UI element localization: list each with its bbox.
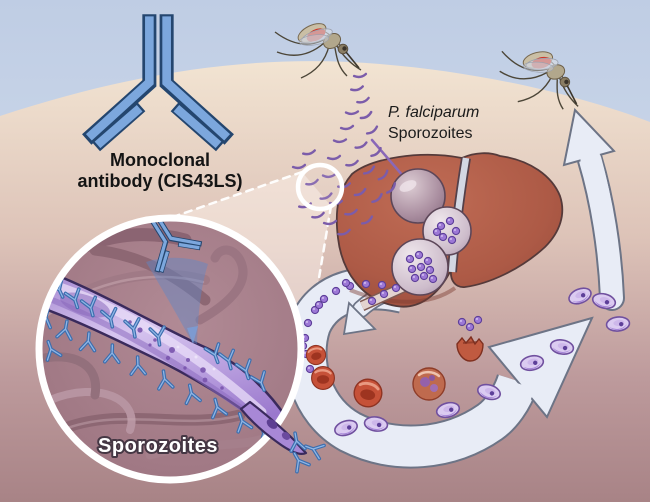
inset-caption: Sporozoites <box>98 435 218 457</box>
pathogen-stage-text: Sporozoites <box>388 125 473 142</box>
magnifier-circle <box>295 162 345 212</box>
antibody-beam <box>146 257 208 344</box>
monoclonal-antibody-label: Monoclonal antibody (CIS43LS) <box>77 150 242 191</box>
antibody-label-line1: Monoclonal <box>110 150 210 170</box>
sporozoite-tail-tip <box>239 400 326 474</box>
red-blood-cell <box>310 365 336 391</box>
pathogen-species-text: P. falciparum <box>388 104 479 121</box>
pathogen-label: P. falciparum Sporozoites <box>388 104 479 142</box>
exit-arrow <box>562 107 625 311</box>
inset-ring <box>35 214 305 484</box>
infected-hepatocyte <box>391 238 449 296</box>
antibody-label-line2: antibody (CIS43LS) <box>77 171 242 191</box>
bursting-red-blood-cell <box>456 335 484 362</box>
infected-hepatocyte <box>390 168 446 224</box>
infected-red-blood-cell <box>412 367 446 401</box>
zoom-inset-circle: Sporozoites <box>35 214 326 484</box>
